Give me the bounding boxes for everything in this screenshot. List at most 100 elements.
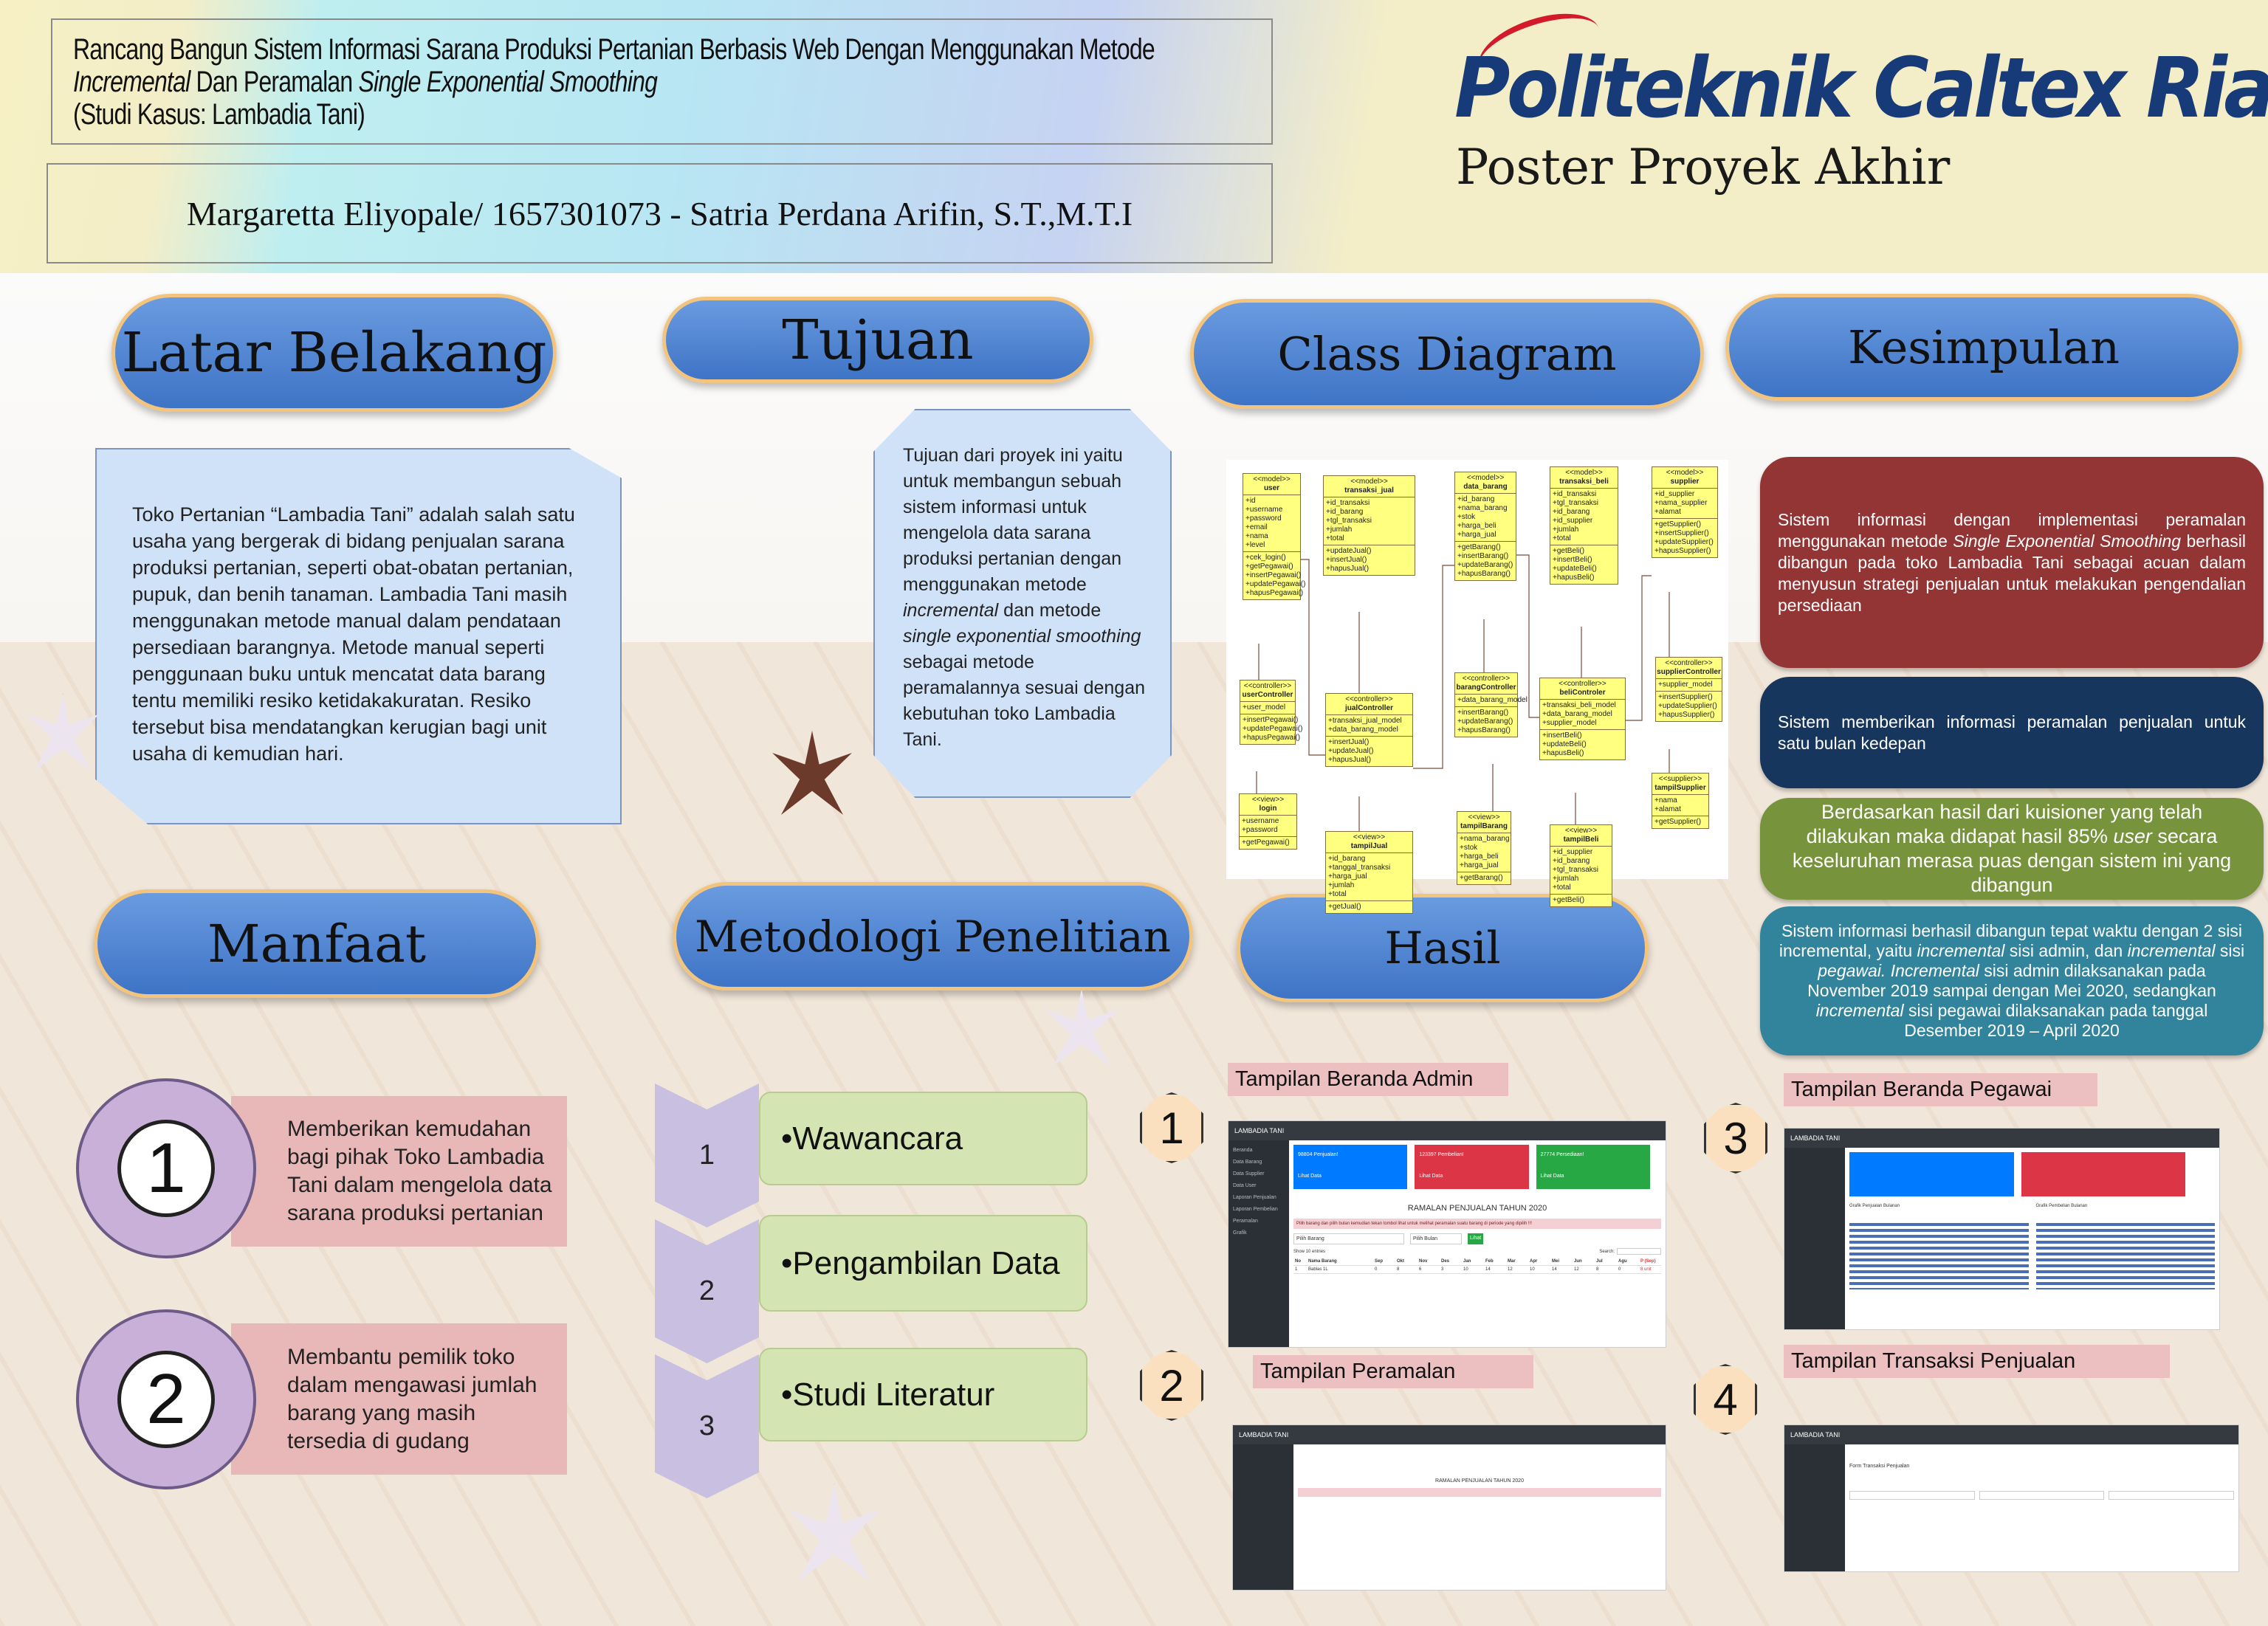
class-member: +transaksi_beli_model [1542, 701, 1616, 709]
class-member: +nama [1245, 532, 1268, 540]
class-box-supplierController: <<controller>>supplierController+supplie… [1655, 657, 1722, 722]
class-member: +total [1553, 883, 1571, 892]
step-pengambilan-data: •Pengambilan Data [759, 1215, 1087, 1312]
class-member: +insertPegawai() [1245, 571, 1302, 579]
lihat-button[interactable]: Lihat [1468, 1233, 1484, 1244]
step-studi-literatur: •Studi Literatur [759, 1348, 1087, 1441]
search-input[interactable] [1617, 1248, 1661, 1255]
class-member: +nama_barang [1460, 835, 1510, 843]
select-barang[interactable]: Pilih Barang [1293, 1233, 1404, 1244]
step-wawancara: •Wawancara [759, 1092, 1087, 1185]
card-text: 123397 Pembelian! [1419, 1152, 1464, 1157]
class-member: +email [1245, 523, 1268, 531]
class-methods: +insertBarang()+updateBarang()+hapusBara… [1455, 707, 1517, 737]
class-attrs: +username+password [1240, 816, 1296, 837]
class-methods: +cek_login()+getPegawai()+insertPegawai(… [1243, 552, 1305, 599]
class-diagram-connectors [1256, 554, 1670, 831]
class-member: +id_barang [1553, 508, 1590, 516]
authors: Margaretta Eliyopale/ 1657301073 - Satri… [47, 163, 1273, 263]
table-cell: 10 [1462, 1266, 1484, 1274]
class-member: +insertJual() [1328, 738, 1370, 746]
class-member: +insertBarang() [1457, 709, 1509, 717]
class-member: +updateBeli() [1542, 740, 1587, 748]
kesimpulan-text: Sistem informasi dengan implementasi per… [1778, 509, 2246, 616]
heading-hasil: Hasil [1237, 894, 1649, 1002]
table-header-cell: No [1293, 1258, 1307, 1266]
table-header-cell: Nama Barang [1307, 1258, 1373, 1266]
alert: Pilih barang dan pilih bulan kemudian te… [1293, 1219, 1661, 1229]
class-attrs: +id_supplier+nama_supplier+alamat [1652, 489, 1717, 519]
class-name: tampilSupplier [1654, 784, 1706, 792]
class-member: +id_supplier [1654, 490, 1695, 498]
class-header: <<model>>transaksi_beli [1550, 467, 1618, 489]
class-header: <<model>>supplier [1652, 467, 1717, 489]
table-header-cell: P (Sep) [1639, 1258, 1661, 1266]
class-header: <<model>>data_barang [1455, 472, 1516, 494]
class-member: +hapusJual() [1326, 565, 1370, 573]
table-header-cell: Feb [1484, 1258, 1506, 1266]
input-field[interactable] [2109, 1491, 2235, 1500]
class-name: supplier [1670, 478, 1700, 486]
class-member: +password [1242, 826, 1278, 834]
class-stereotype: <<model>> [1253, 475, 1291, 483]
class-box-tampilJual: <<view>>tampilJual+id_barang+tanggal_tra… [1325, 831, 1413, 914]
card-link: Lihat Data [1540, 1174, 1564, 1179]
text-run: secara keseluruhan merasa puas dengan si… [1792, 825, 2232, 896]
class-stereotype: <<view>> [1564, 827, 1598, 835]
sidebar-item: Laporan Penjualan [1233, 1195, 1276, 1200]
class-box-barangController: <<controller>>barangController+data_bara… [1454, 672, 1528, 737]
class-attrs: +id_transaksi+id_barang+tgl_transaksi+ju… [1324, 497, 1415, 545]
select-bulan[interactable]: Pilih Bulan [1410, 1233, 1462, 1244]
hasil-number-3: 3 [1704, 1103, 1767, 1174]
class-box-tampilBeli: <<view>>tampilBeli+id_supplier+id_barang… [1550, 824, 1612, 907]
institution-logo: Politeknik Caltex Riau [1454, 41, 2268, 137]
input-field[interactable] [1849, 1491, 1975, 1500]
text-run: Single Exponential Smoothing [1953, 531, 2182, 551]
text-run: Berdasarkan hasil dari kuisioner yang te… [1806, 801, 2203, 847]
heading-class-diagram: Class Diagram [1190, 299, 1704, 409]
text: Tujuan dari proyek ini yaitu untuk memba… [903, 445, 1123, 595]
kesimpulan-text: Sistem memberikan informasi peramalan pe… [1778, 712, 2246, 754]
table-header-cell: Apr [1528, 1258, 1550, 1266]
text-run: sisi admin, dan [2004, 941, 2128, 960]
class-member: +hapusPegawai() [1245, 589, 1304, 597]
class-member: +nama_supplier [1654, 499, 1708, 507]
class-member: +updateSupplier() [1658, 702, 1717, 710]
text-run: Sistem informasi berhasil dibangun tepat… [1779, 921, 2242, 960]
app-brand: LAMBADIA TANI [1784, 1129, 2219, 1148]
table-header-cell: Agu [1617, 1258, 1639, 1266]
class-member: +updateBarang() [1457, 717, 1513, 726]
class-member: +id_barang [1326, 508, 1364, 516]
class-header: <<view>>tampilBarang [1457, 812, 1511, 833]
class-stereotype: <<model>> [1466, 474, 1505, 482]
class-header: <<supplier>>tampilSupplier [1652, 774, 1708, 795]
class-member: +harga_jual [1328, 872, 1367, 881]
text-run: user [2113, 825, 2152, 847]
class-member: +insertPegawai() [1243, 716, 1299, 724]
table-cell: 12 [1506, 1266, 1528, 1274]
bar-chart [1849, 1223, 2029, 1289]
class-member: +password [1245, 514, 1282, 523]
table-cell: 14 [1550, 1266, 1573, 1274]
class-member: +stok [1457, 513, 1476, 521]
class-member: +getBeli() [1553, 547, 1585, 555]
card-persediaan: 27774 Persediaan!Lihat Data [1536, 1145, 1651, 1189]
class-header: <<controller>>beliControler [1540, 678, 1625, 700]
class-member: +insertBarang() [1457, 552, 1509, 560]
class-methods: +insertPegawai()+updatePegawai()+hapusPe… [1240, 714, 1302, 744]
class-name: tampilJual [1350, 842, 1388, 850]
class-box-login: <<view>>login+username+password+getPegaw… [1239, 793, 1297, 850]
class-member: +user_model [1243, 703, 1286, 712]
table-cell: 8 [1395, 1266, 1418, 1274]
chart-pembelian-title: Grafik Pembelian Bulanan [2035, 1204, 2088, 1208]
input-field[interactable] [1979, 1491, 2105, 1500]
class-member: +hapusPegawai() [1243, 734, 1301, 742]
class-attrs: +nama_barang+stok+harga_beli+harga_jual [1457, 833, 1511, 872]
class-attrs: +nama+alamat [1652, 795, 1708, 816]
class-member: +id_supplier [1553, 517, 1593, 525]
class-stereotype: <<view>> [1353, 833, 1386, 841]
app-sidebar [1784, 1444, 1845, 1571]
app-sidebar [1233, 1444, 1293, 1590]
sidebar-item: Grafik [1233, 1230, 1247, 1236]
